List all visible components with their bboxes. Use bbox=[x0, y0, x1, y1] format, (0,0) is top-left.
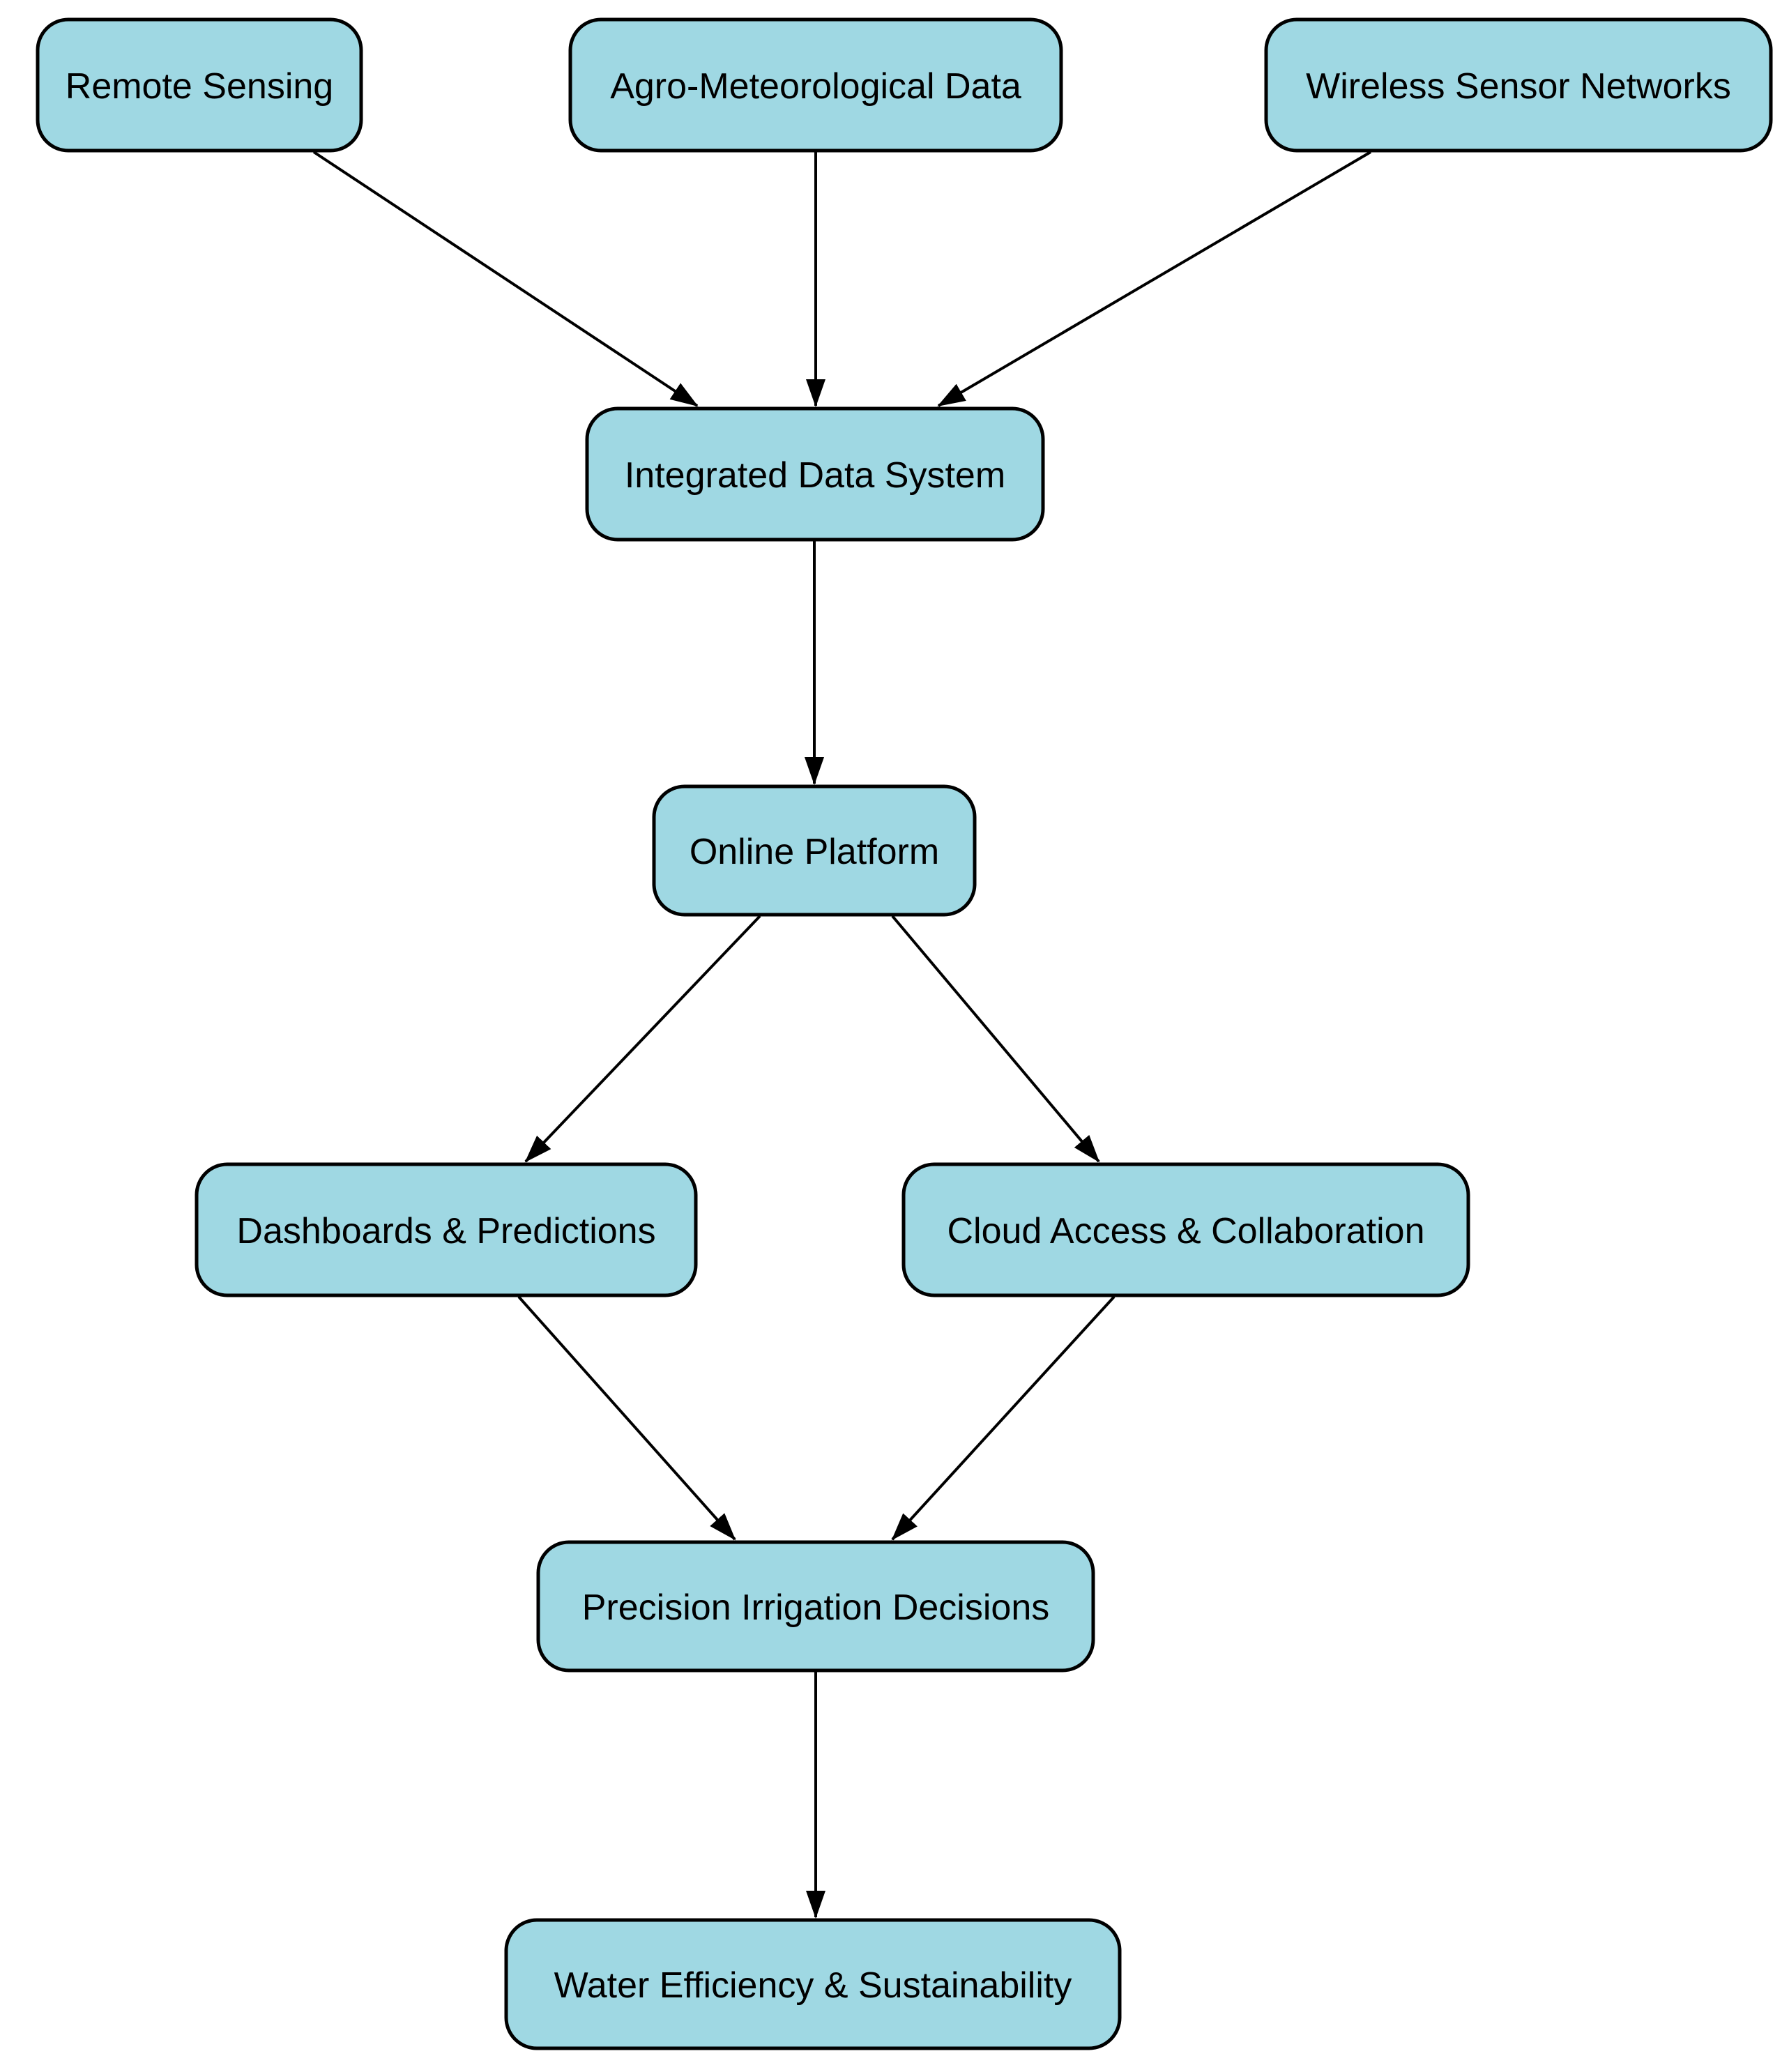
node-box-integrated-data-system bbox=[585, 406, 1045, 542]
node-box-wireless-sensor-networks bbox=[1264, 17, 1773, 153]
node-label-dashboards-predictions: Dashboards & Predictions bbox=[236, 1211, 655, 1251]
node-label-agro-meteorological-data: Agro-Meteorological Data bbox=[610, 66, 1021, 107]
node-label-wireless-sensor-networks: Wireless Sensor Networks bbox=[1306, 66, 1731, 107]
node-wireless-sensor-networks: Wireless Sensor Networks bbox=[1264, 17, 1773, 153]
edge-dashboards-predictions-to-precision-irrigation-decisions bbox=[517, 1295, 736, 1541]
node-box-remote-sensing bbox=[36, 17, 363, 153]
node-remote-sensing: Remote Sensing bbox=[36, 17, 363, 153]
node-box-online-platform bbox=[652, 784, 977, 917]
node-label-remote-sensing: Remote Sensing bbox=[66, 66, 333, 107]
node-water-efficiency-sustainability: Water Efficiency & Sustainability bbox=[504, 1918, 1122, 2050]
node-agro-meteorological-data: Agro-Meteorological Data bbox=[568, 17, 1063, 153]
node-label-cloud-access-collaboration: Cloud Access & Collaboration bbox=[947, 1211, 1424, 1251]
edge-online-platform-to-dashboards-predictions bbox=[524, 915, 761, 1163]
node-box-water-efficiency-sustainability bbox=[504, 1918, 1122, 2050]
node-cloud-access-collaboration: Cloud Access & Collaboration bbox=[901, 1162, 1470, 1297]
nodes-layer: Remote Sensing Agro-Meteorological Data Wi… bbox=[36, 17, 1773, 2050]
node-label-integrated-data-system: Integrated Data System bbox=[625, 455, 1005, 496]
edge-online-platform-to-cloud-access-collaboration bbox=[891, 915, 1100, 1163]
node-box-cloud-access-collaboration bbox=[901, 1162, 1470, 1297]
edge-remote-sensing-to-integrated-data-system bbox=[312, 151, 699, 407]
edges-layer bbox=[312, 151, 1372, 1919]
node-box-precision-irrigation-decisions bbox=[536, 1540, 1095, 1673]
node-box-dashboards-predictions bbox=[195, 1162, 698, 1297]
edge-wireless-sensor-networks-to-integrated-data-system bbox=[937, 151, 1372, 407]
node-label-water-efficiency-sustainability: Water Efficiency & Sustainability bbox=[554, 1965, 1072, 2006]
node-label-online-platform: Online Platform bbox=[690, 832, 939, 872]
node-precision-irrigation-decisions: Precision Irrigation Decisions bbox=[536, 1540, 1095, 1673]
edge-cloud-access-collaboration-to-precision-irrigation-decisions bbox=[891, 1295, 1116, 1541]
node-label-precision-irrigation-decisions: Precision Irrigation Decisions bbox=[582, 1587, 1050, 1628]
node-box-agro-meteorological-data bbox=[568, 17, 1063, 153]
node-dashboards-predictions: Dashboards & Predictions bbox=[195, 1162, 698, 1297]
node-integrated-data-system: Integrated Data System bbox=[585, 406, 1045, 542]
node-online-platform: Online Platform bbox=[652, 784, 977, 917]
